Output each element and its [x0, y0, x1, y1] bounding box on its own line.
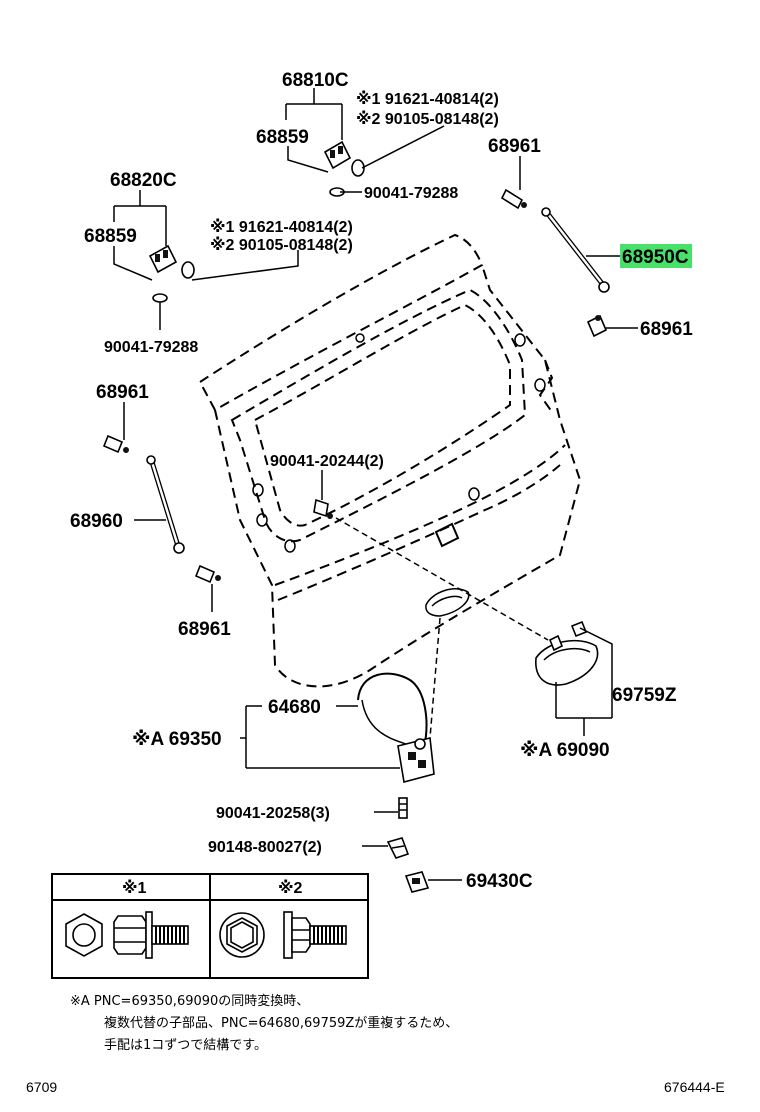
damper-68960	[146, 455, 185, 554]
bolt-90105-icon	[219, 911, 347, 959]
label-68820c[interactable]: 68820C	[110, 170, 177, 191]
footer-left-code: 6709	[26, 1079, 57, 1095]
footer-right-code: 676444-E	[664, 1079, 725, 1095]
legend-col2-header: ※2	[278, 879, 303, 897]
label-r2-top[interactable]: ※2 90105-08148(2)	[356, 110, 499, 128]
label-90041-20244[interactable]: 90041-20244(2)	[270, 453, 384, 470]
handle-69090	[535, 620, 599, 686]
label-90148-80027[interactable]: 90148-80027(2)	[208, 839, 322, 856]
label-68961-top-right[interactable]: 68961	[488, 136, 541, 157]
label-r1-mid[interactable]: ※1 91621-40814(2)	[210, 218, 353, 236]
screw-90148-80027	[386, 837, 410, 859]
damper-68950c	[541, 207, 610, 293]
highlight-68950c	[620, 244, 692, 268]
label-69090[interactable]: ※A 69090	[520, 740, 610, 761]
label-64680[interactable]: 64680	[268, 697, 321, 718]
label-68810c[interactable]: 68810C	[282, 70, 349, 91]
hinge-68820c	[148, 244, 195, 303]
note-line-3: 手配は1コずつで結構です。	[104, 1038, 267, 1053]
label-68859-left[interactable]: 68859	[84, 226, 137, 247]
label-69350[interactable]: ※A 69350	[132, 729, 222, 750]
cable-64680	[357, 672, 428, 749]
label-68961-left-top[interactable]: 68961	[96, 382, 149, 403]
stud-68961-mid	[586, 314, 608, 338]
label-90041-20258[interactable]: 90041-20258(3)	[216, 805, 330, 822]
label-69759z[interactable]: 69759Z	[612, 685, 677, 706]
striker-69430c	[404, 871, 430, 893]
stud-68961-top	[500, 188, 527, 210]
part-labels: 68810C 68859 ※1 91621-40814(2) ※2 90105-…	[70, 70, 693, 892]
bolt-91621-icon	[65, 911, 189, 959]
bolt-90041-20258	[398, 797, 408, 819]
label-68961-mid-right[interactable]: 68961	[640, 319, 693, 340]
label-r2-mid[interactable]: ※2 90105-08148(2)	[210, 236, 353, 254]
label-90041-79288-top[interactable]: 90041-79288	[364, 185, 458, 202]
leader-lines	[113, 88, 638, 881]
hinge-68810c	[323, 140, 365, 197]
footnote: ※A PNC=69350,69090の同時変換時、 複数代替の子部品、PNC=6…	[70, 993, 458, 1053]
label-68950c[interactable]: 68950C	[622, 247, 689, 268]
note-line-1: ※A PNC=69350,69090の同時変換時、	[70, 993, 309, 1009]
label-90041-79288-left[interactable]: 90041-79288	[104, 339, 198, 356]
back-door-outline	[198, 233, 582, 688]
label-r1-top[interactable]: ※1 91621-40814(2)	[356, 90, 499, 108]
label-68859-top[interactable]: 68859	[256, 127, 309, 148]
label-69430c[interactable]: 69430C	[466, 871, 533, 892]
stud-68961-left-bottom	[194, 564, 221, 584]
dashed-leaders	[335, 517, 549, 739]
label-68961-left-bottom[interactable]: 68961	[178, 619, 231, 640]
legend-col1-header: ※1	[122, 879, 147, 897]
label-68960[interactable]: 68960	[70, 511, 123, 532]
note-line-2: 複数代替の子部品、PNC=64680,69759Zが重複するため、	[104, 1015, 458, 1031]
lock-69350	[397, 737, 435, 783]
legend-table: ※1 ※2	[51, 873, 369, 979]
stud-68961-left-top	[102, 434, 129, 454]
bolt-90041-20244	[313, 498, 333, 519]
